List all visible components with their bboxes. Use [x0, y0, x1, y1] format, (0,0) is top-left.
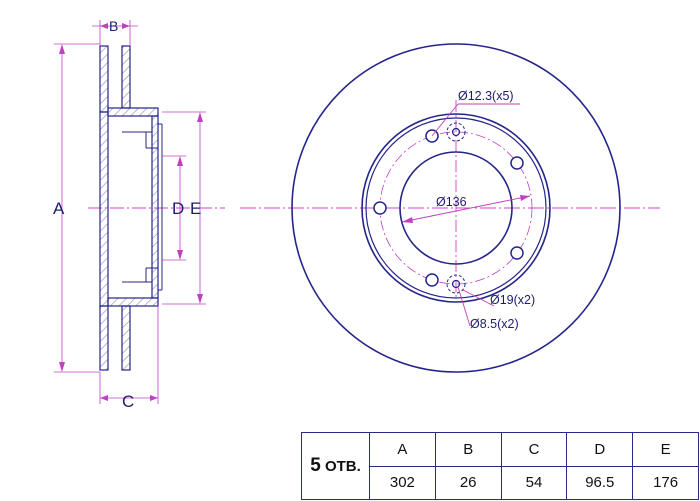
front-view: Ø12.3(x5) Ø136 Ø19(x2) Ø8.5(x2): [240, 43, 660, 373]
spec-table: 5 ОТВ. A B C D E 302 26 54 96.5 176: [301, 432, 699, 500]
hat-wall: [99, 111, 109, 307]
dim-label-b: B: [109, 18, 118, 34]
value-cell-b: 26: [434, 465, 502, 500]
side-section-view: A B C D E: [53, 18, 225, 411]
spec-table-header-row: 5 ОТВ. A B C D E: [301, 432, 699, 500]
large-hole: [446, 274, 466, 294]
leader-small-holes: [457, 286, 471, 327]
callout-large-holes: Ø19(x2): [490, 293, 535, 307]
large-hole: [446, 122, 466, 142]
inner-plate-top: [121, 45, 131, 109]
holes-label: ОТВ.: [324, 458, 361, 475]
holes-count-cell: 5 ОТВ.: [301, 432, 370, 500]
callout-center-bore: Ø136: [436, 195, 467, 209]
hat-inner-edge: [365, 117, 547, 299]
dim-label-c: C: [122, 392, 134, 411]
dim-label-a: A: [53, 199, 65, 218]
outer-plate-top: [99, 45, 109, 113]
disc-outer-edge: [291, 43, 621, 373]
stud-hole: [510, 156, 524, 170]
callout-small-holes: Ø8.5(x2): [470, 317, 519, 331]
dim-label-e: E: [190, 199, 201, 218]
small-hole: [451, 279, 461, 289]
inner-plate-bottom: [121, 305, 131, 371]
dim-label-d: D: [172, 199, 184, 218]
leader-large-holes: [462, 289, 495, 307]
header-cell-a: A: [369, 432, 436, 467]
header-cell-b: B: [434, 432, 502, 467]
small-hole: [451, 127, 461, 137]
value-cell-a: 302: [369, 465, 436, 500]
value-cell-c: 54: [500, 465, 568, 500]
value-cell-e: 176: [632, 465, 699, 500]
holes-number: 5: [310, 455, 321, 476]
value-cell-d: 96.5: [566, 465, 634, 500]
spec-table-value-row: 302 26 54 96.5 176: [302, 465, 699, 500]
outer-plate-bottom: [99, 305, 109, 371]
hat-outer-edge: [361, 113, 551, 303]
leader-stud-holes: [431, 103, 459, 137]
callout-stud-holes: Ø12.3(x5): [458, 89, 514, 103]
header-cell-c: C: [500, 432, 568, 467]
stud-hole: [373, 201, 387, 215]
hat-flange-top: [107, 107, 159, 117]
hub-face: [151, 115, 159, 299]
center-bore: [399, 151, 513, 265]
header-cell-d: D: [566, 432, 634, 467]
stud-hole: [510, 246, 524, 260]
header-cell-e: E: [632, 432, 699, 467]
leader-center-bore: [401, 195, 531, 223]
stud-hole: [425, 273, 439, 287]
hat-flange-bottom: [107, 297, 159, 307]
